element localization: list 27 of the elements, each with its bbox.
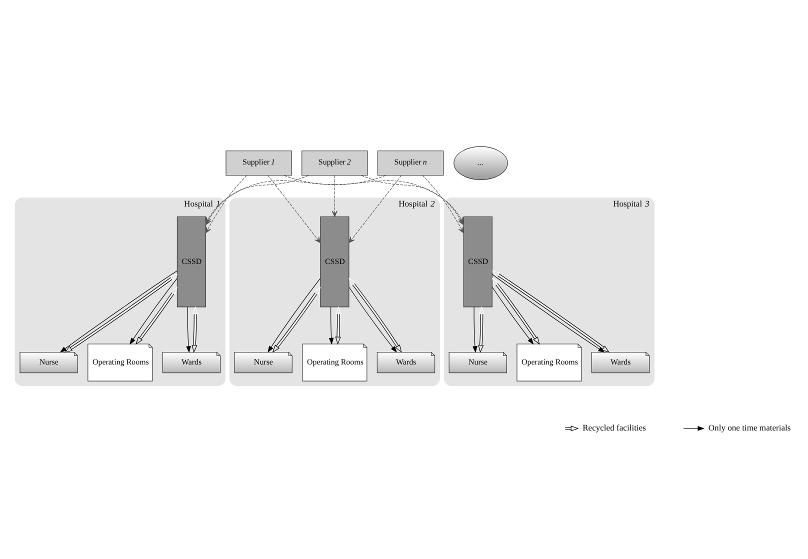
arrow (472, 306, 478, 353)
arrow (268, 278, 321, 353)
arrow (205, 175, 386, 224)
arrow (348, 278, 402, 353)
arrow (186, 306, 191, 354)
arrow (136, 286, 178, 345)
arrow (335, 306, 342, 345)
node-ellipse: ... (454, 146, 508, 180)
legend-label: Recycled facilities (582, 422, 646, 432)
arrow (348, 286, 398, 353)
arrow (192, 306, 198, 354)
arrow (332, 175, 338, 217)
node-box: Supplier 1 (226, 150, 292, 176)
node-box: Supplier 2 (302, 150, 368, 176)
arrow (130, 278, 178, 345)
node-box: CSSD (176, 216, 206, 308)
arrow (478, 306, 485, 354)
arrow (348, 175, 402, 244)
arrow (328, 306, 334, 345)
arrow (268, 175, 321, 244)
node-box: CSSD (320, 216, 350, 308)
legend-label: Only one time materials (708, 422, 791, 432)
arrow (492, 278, 540, 345)
node-box: CSSD (463, 216, 492, 308)
arrow (492, 286, 534, 345)
node-box: Supplier n (377, 150, 444, 176)
arrow (272, 286, 321, 353)
